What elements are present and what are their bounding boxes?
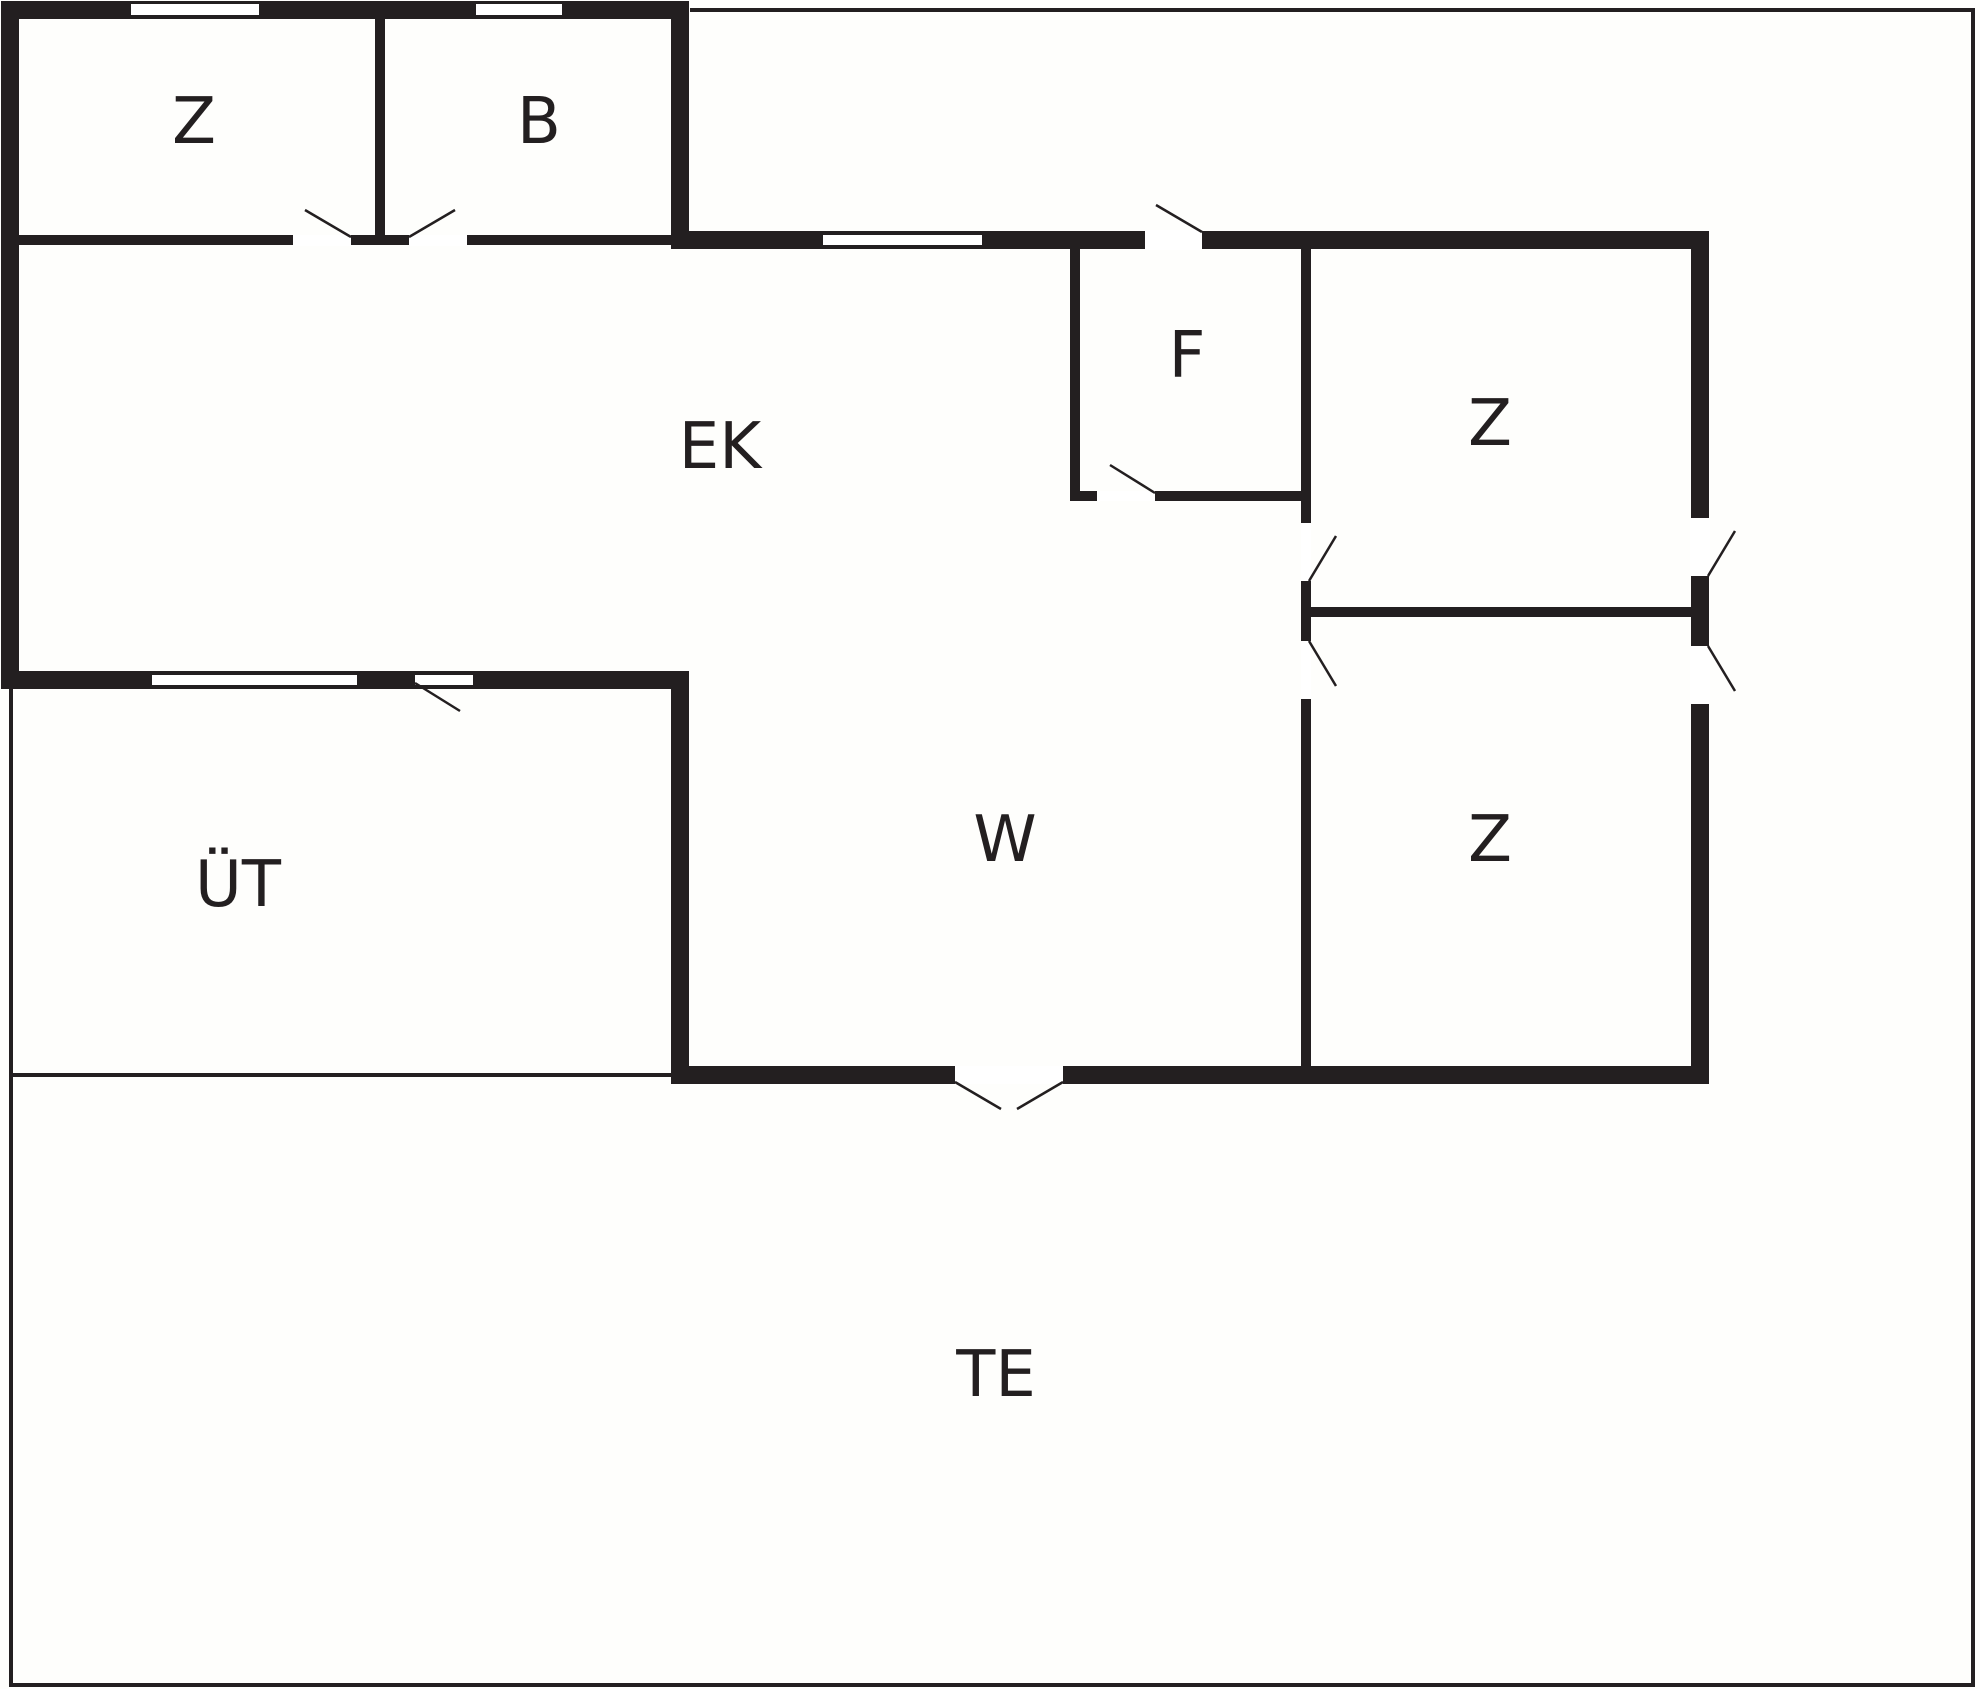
door-opening xyxy=(1301,641,1311,699)
door-swing xyxy=(1307,535,1338,582)
window xyxy=(823,235,982,245)
door-opening xyxy=(1301,523,1311,581)
door-swing xyxy=(304,208,352,239)
room-label-f: F xyxy=(1169,319,1206,393)
room-label-b: B xyxy=(517,85,561,159)
door-swings xyxy=(304,203,1737,1111)
door-swing xyxy=(1016,1080,1064,1111)
room-label-z-right-lower: Z xyxy=(1468,803,1512,877)
door-opening xyxy=(1690,518,1710,576)
door-opening xyxy=(1145,230,1202,250)
window xyxy=(476,4,562,15)
door-openings xyxy=(293,230,1710,1084)
door-swing xyxy=(414,681,461,713)
door-swing xyxy=(408,208,456,239)
door-swing xyxy=(1706,530,1737,577)
room-label-ut: ÜT xyxy=(195,847,282,922)
room-label-te: TE xyxy=(955,1338,1036,1412)
door-opening xyxy=(1097,491,1155,501)
door-swing xyxy=(954,1080,1002,1111)
door-opening xyxy=(409,235,467,246)
room-label-z-top-left: Z xyxy=(172,85,216,159)
door-swing xyxy=(1307,640,1338,687)
door-opening xyxy=(415,675,473,685)
door-swing xyxy=(1109,463,1156,495)
terrace-outline xyxy=(9,8,1975,1687)
door-swing xyxy=(1706,645,1737,692)
room-labels: Z B EK F Z Z W ÜT TE xyxy=(172,85,1512,1412)
room-label-w: W xyxy=(973,803,1036,877)
door-opening xyxy=(293,235,351,246)
door-opening xyxy=(955,1066,1063,1084)
windows xyxy=(131,4,982,685)
door-opening xyxy=(1690,646,1710,704)
room-label-ek: EK xyxy=(679,410,763,484)
window xyxy=(131,4,259,15)
window xyxy=(152,675,357,685)
room-label-z-right-upper: Z xyxy=(1468,387,1512,461)
door-swing xyxy=(1155,203,1203,234)
